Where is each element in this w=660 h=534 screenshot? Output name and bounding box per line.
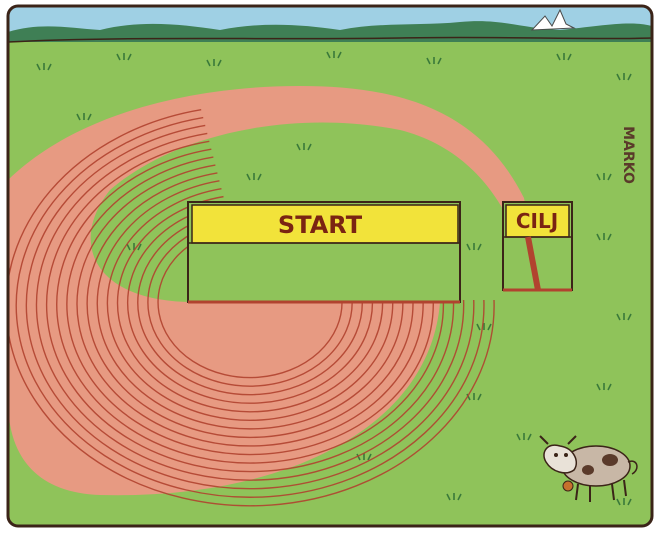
cow-bell xyxy=(562,480,574,492)
snow-peak xyxy=(530,8,576,31)
finish-label: CILJ xyxy=(516,209,558,233)
cow xyxy=(539,435,638,502)
artist-signature: MARKO xyxy=(620,126,636,184)
start-gate: START xyxy=(187,201,461,304)
hills xyxy=(8,21,652,48)
start-banner xyxy=(191,204,459,244)
finish-gate: CILJ xyxy=(502,201,573,292)
spiral-track xyxy=(8,86,540,507)
finish-banner xyxy=(505,204,570,238)
cartoon-frame xyxy=(6,4,654,528)
start-label: START xyxy=(278,211,363,239)
